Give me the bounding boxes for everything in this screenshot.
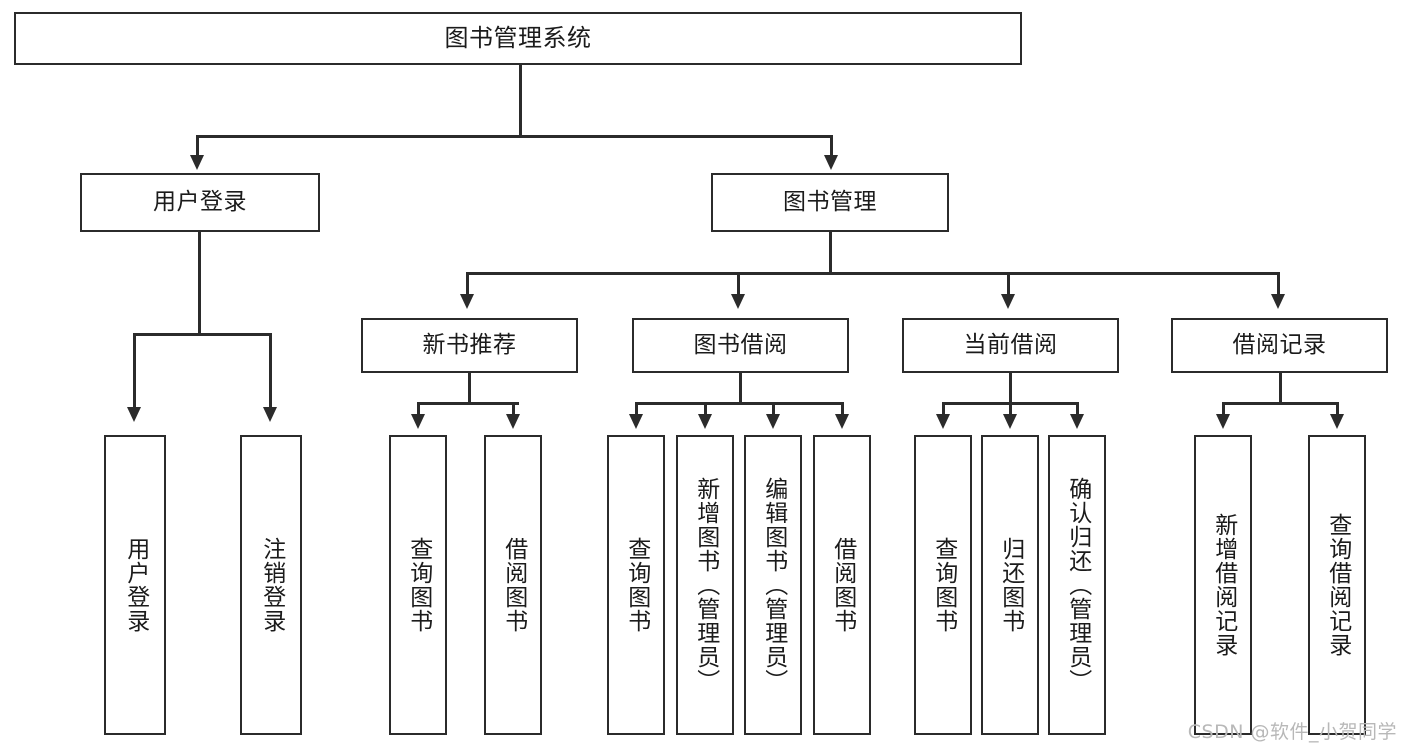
edge-root-to-user-login (196, 135, 199, 157)
edge-new-book-to-leaf-1 (512, 402, 515, 416)
leaf-current-confirm-return-admin[interactable]: 确认归还（管理员） (1048, 435, 1106, 735)
arrow-root-to-book-management (824, 155, 838, 170)
leaf-current-query-book[interactable]: 查询图书 (914, 435, 972, 735)
edge-root-to-book-management (830, 135, 833, 157)
edge-book-management-to-new-book (466, 272, 469, 296)
edge-current-borrow-to-leaf-1 (1009, 402, 1012, 416)
edge-borrow-record-stem (1279, 373, 1282, 404)
edge-new-book-to-leaf-0 (417, 402, 420, 416)
arrow-book-management-to-borrow-record (1271, 294, 1285, 309)
node-user-login[interactable]: 用户登录 (80, 173, 320, 232)
node-root-book-management-system[interactable]: 图书管理系统 (14, 12, 1022, 65)
edge-new-book-bus (417, 402, 519, 405)
edge-root-bus (196, 135, 832, 138)
leaf-new-book-borrow[interactable]: 借阅图书 (484, 435, 542, 735)
node-label: 编辑图书（管理员） (760, 477, 787, 693)
node-label: 查询图书 (930, 537, 957, 633)
leaf-borrow-query-book[interactable]: 查询图书 (607, 435, 665, 735)
edge-book-borrow-stem (739, 373, 742, 404)
csdn-watermark: CSDN @软件_小贺同学 (1187, 721, 1397, 743)
arrow-user-login-to-leaf-1 (263, 407, 277, 422)
edge-book-borrow-to-leaf-0 (635, 402, 638, 416)
arrow-book-management-to-current-borrow (1001, 294, 1015, 309)
node-label: 借阅图书 (500, 537, 527, 633)
arrow-current-borrow-to-leaf-0 (936, 414, 950, 429)
arrow-new-book-to-leaf-0 (411, 414, 425, 429)
arrow-book-management-to-new-book (460, 294, 474, 309)
edge-borrow-record-bus (1222, 402, 1337, 405)
node-label: 新书推荐 (422, 332, 517, 359)
arrow-book-borrow-to-leaf-3 (835, 414, 849, 429)
edge-book-management-to-current-borrow (1007, 272, 1010, 296)
edge-book-borrow-to-leaf-2 (772, 402, 775, 416)
edge-book-management-to-book-borrow (737, 272, 740, 296)
edge-borrow-record-to-leaf-1 (1336, 402, 1339, 416)
node-label: 归还图书 (997, 537, 1024, 633)
leaf-record-add[interactable]: 新增借阅记录 (1194, 435, 1252, 735)
node-label: 查询图书 (623, 537, 650, 633)
edge-user-login-bus (133, 333, 270, 336)
node-label: 借阅记录 (1232, 332, 1327, 359)
node-current-borrow[interactable]: 当前借阅 (902, 318, 1119, 373)
edge-book-borrow-bus (635, 402, 842, 405)
leaf-borrow-borrow-book[interactable]: 借阅图书 (813, 435, 871, 735)
edge-borrow-record-to-leaf-0 (1222, 402, 1225, 416)
node-label: 用户登录 (153, 189, 247, 216)
node-new-book-recommend[interactable]: 新书推荐 (361, 318, 578, 373)
leaf-current-return-book[interactable]: 归还图书 (981, 435, 1039, 735)
edge-user-login-to-leaf-1 (269, 333, 272, 409)
arrow-current-borrow-to-leaf-2 (1070, 414, 1084, 429)
node-book-borrow[interactable]: 图书借阅 (632, 318, 849, 373)
node-label: 借阅图书 (829, 537, 856, 633)
edge-root-stem (519, 65, 522, 137)
node-book-management[interactable]: 图书管理 (711, 173, 949, 232)
node-label: 当前借阅 (963, 332, 1058, 359)
arrow-borrow-record-to-leaf-0 (1216, 414, 1230, 429)
edge-book-management-stem (829, 232, 832, 274)
leaf-borrow-edit-book-admin[interactable]: 编辑图书（管理员） (744, 435, 802, 735)
edge-user-login-to-leaf-0 (133, 333, 136, 409)
arrow-new-book-to-leaf-1 (506, 414, 520, 429)
edge-user-login-stem (198, 232, 201, 335)
node-label: 新增借阅记录 (1210, 513, 1237, 657)
node-label: 查询图书 (405, 537, 432, 633)
node-label: 确认归还（管理员） (1064, 477, 1091, 693)
edge-new-book-stem (468, 373, 471, 404)
arrow-book-management-to-book-borrow (731, 294, 745, 309)
node-label: 新增图书（管理员） (692, 477, 719, 693)
arrow-book-borrow-to-leaf-1 (698, 414, 712, 429)
arrow-root-to-user-login (190, 155, 204, 170)
node-label: 图书管理系统 (444, 23, 592, 52)
edge-book-management-bus (466, 272, 1280, 275)
arrow-current-borrow-to-leaf-1 (1003, 414, 1017, 429)
edge-book-borrow-to-leaf-1 (704, 402, 707, 416)
arrow-book-borrow-to-leaf-0 (629, 414, 643, 429)
leaf-record-query[interactable]: 查询借阅记录 (1308, 435, 1366, 735)
arrow-user-login-to-leaf-0 (127, 407, 141, 422)
node-label: 用户登录 (122, 537, 149, 633)
leaf-logout[interactable]: 注销登录 (240, 435, 302, 735)
edge-book-management-to-borrow-record (1277, 272, 1280, 296)
edge-current-borrow-stem (1009, 373, 1012, 404)
edge-current-borrow-to-leaf-0 (942, 402, 945, 416)
node-label: 图书管理 (783, 189, 877, 216)
arrow-book-borrow-to-leaf-2 (766, 414, 780, 429)
node-label: 查询借阅记录 (1324, 513, 1351, 657)
leaf-user-login[interactable]: 用户登录 (104, 435, 166, 735)
arrow-borrow-record-to-leaf-1 (1330, 414, 1344, 429)
leaf-new-book-query[interactable]: 查询图书 (389, 435, 447, 735)
edge-book-borrow-to-leaf-3 (841, 402, 844, 416)
node-label: 图书借阅 (693, 332, 788, 359)
node-label: 注销登录 (258, 537, 285, 633)
node-borrow-record[interactable]: 借阅记录 (1171, 318, 1388, 373)
edge-current-borrow-to-leaf-2 (1076, 402, 1079, 416)
leaf-borrow-add-book-admin[interactable]: 新增图书（管理员） (676, 435, 734, 735)
